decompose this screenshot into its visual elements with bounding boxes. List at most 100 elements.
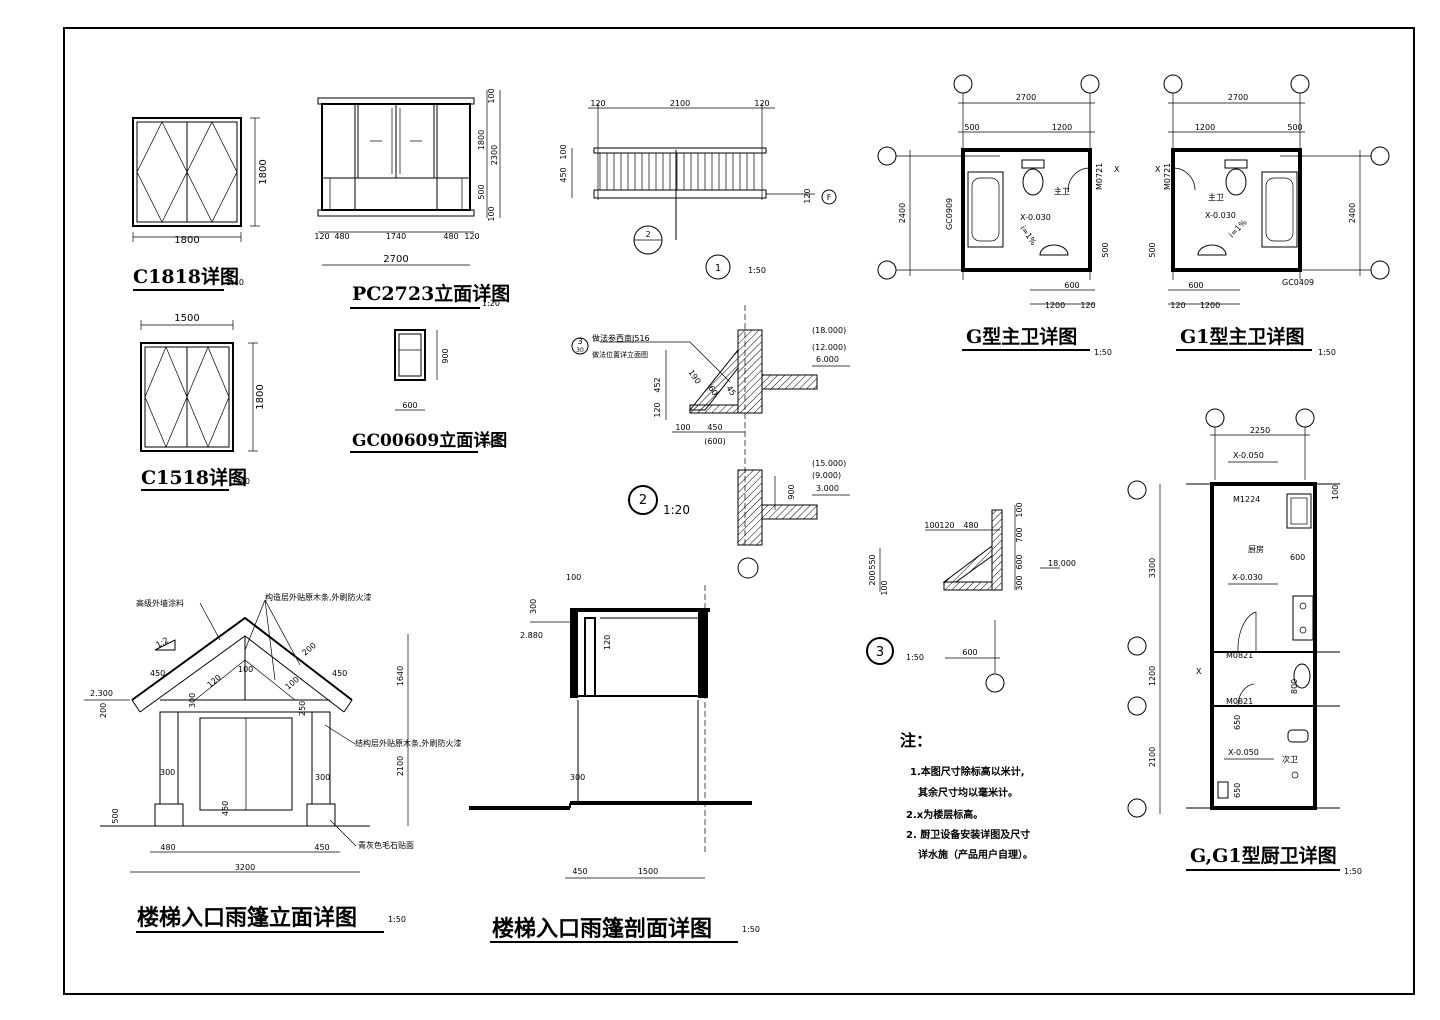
g-door: M0721 bbox=[1095, 163, 1104, 190]
d2-elev-t2: 6.000 bbox=[816, 355, 839, 364]
d3-dim-r2: 600 bbox=[1015, 554, 1024, 569]
k-elev-1: X-0.030 bbox=[1232, 573, 1263, 582]
k-dim-rtop: 100 bbox=[1331, 485, 1340, 500]
pc2723-dim-r2: 500 bbox=[477, 184, 486, 199]
pc2723-dim-b2: 1740 bbox=[386, 232, 406, 241]
d2-elev-t0: (18.000) bbox=[812, 326, 846, 335]
c1518-title: C1518详图 bbox=[141, 466, 247, 489]
d2-scale: 1:20 bbox=[663, 503, 690, 517]
d3-dim-t0: 100 bbox=[924, 521, 939, 530]
k-mark: X bbox=[1196, 667, 1202, 676]
g-dim-sub1: 1200 bbox=[1052, 123, 1072, 132]
ce-dim-r1: 2100 bbox=[396, 756, 405, 776]
ce-dim-m3: 120 bbox=[206, 673, 223, 690]
g1-elev: X-0.030 bbox=[1205, 211, 1236, 220]
d2-dim-8: 900 bbox=[787, 484, 796, 499]
g1-dim-right: 2400 bbox=[1348, 203, 1357, 223]
g-dim-side: 500 bbox=[1101, 242, 1110, 257]
g1-dim-side: 500 bbox=[1148, 242, 1157, 257]
k-room-wc: 次卫 bbox=[1282, 754, 1298, 764]
railing-balusters bbox=[599, 153, 755, 190]
ce-dim-m0: 450 bbox=[150, 669, 165, 678]
k-room-kitchen: 厨房 bbox=[1248, 544, 1264, 554]
d2-elev-b1: (9.000) bbox=[812, 471, 841, 480]
ce-dim-r2: 500 bbox=[111, 808, 120, 823]
ce-dim-m7: 250 bbox=[298, 701, 307, 716]
g-dim-top: 2700 bbox=[1016, 93, 1036, 102]
g1-mark: X bbox=[1155, 165, 1161, 174]
g1-dim-sub0: 1200 bbox=[1195, 123, 1215, 132]
general-notes: 注： 1.本图尺寸除标高以米计, 其余尺寸均以毫米计。 2.x为楼层标高。 2.… bbox=[900, 731, 1033, 861]
detail-1-railing: 120 2100 120 450 100 120 F 2 1 1:50 bbox=[559, 99, 837, 280]
d1-callout: 2 bbox=[645, 230, 650, 239]
d1-dim-t2: 120 bbox=[754, 99, 769, 108]
k-dim-top: 2250 bbox=[1250, 426, 1270, 435]
ce-dim-m8: 300 bbox=[160, 768, 175, 777]
ce-note-base: 青灰色毛石贴面 bbox=[358, 840, 414, 850]
pc2723-dim-r3: 100 bbox=[487, 206, 496, 221]
d2-dim-0: 452 bbox=[653, 377, 662, 392]
note-item-0: 1.本图尺寸除标高以米计, bbox=[910, 765, 1025, 778]
k-dim-l0: 3300 bbox=[1148, 558, 1157, 578]
g1-room: 主卫 bbox=[1208, 192, 1224, 202]
k-dim-i1: 800 bbox=[1290, 679, 1299, 694]
cs-dim-2: 120 bbox=[603, 635, 612, 650]
k-door-0: M1224 bbox=[1233, 495, 1260, 504]
k-dim-i3: 650 bbox=[1233, 783, 1242, 798]
ce-dim-m9: 300 bbox=[315, 773, 330, 782]
pc2723-detail: 120 480 1740 480 120 2700 100 1800 500 1… bbox=[314, 88, 510, 309]
d1-dim-l1: 100 bbox=[559, 144, 568, 159]
g-window: GC0909 bbox=[945, 198, 954, 230]
d3-dim-r0: 100 bbox=[1015, 502, 1024, 517]
k-elev-0: X-0.050 bbox=[1233, 451, 1264, 460]
ce-dim-b1: 3200 bbox=[235, 863, 255, 872]
c1818-dim-height: 1800 bbox=[258, 159, 269, 184]
d2-ref-bottom: 30 bbox=[576, 347, 584, 354]
cs-dim-1: 300 bbox=[529, 599, 538, 614]
g1-dim-sub1: 500 bbox=[1287, 123, 1302, 132]
pc2723-dim-b4: 120 bbox=[464, 232, 479, 241]
g-bathroom-plan: 2700 500 1200 2400 主卫 X-0.030 i=1% M0721… bbox=[877, 74, 1120, 357]
d3-scale: 1:50 bbox=[906, 653, 924, 662]
cs-scale: 1:50 bbox=[742, 925, 760, 934]
g1-title: G1型主卫详图 bbox=[1180, 325, 1304, 348]
ce-dim-b2: 450 bbox=[314, 843, 329, 852]
ce-dim-m1: 450 bbox=[332, 669, 347, 678]
g-dim-b1: 1200 bbox=[1045, 301, 1065, 310]
cs-elev: 2.880 bbox=[520, 631, 543, 640]
d3-elev: 18.000 bbox=[1048, 559, 1076, 568]
note-item-1: 其余尺寸均以毫米计。 bbox=[918, 786, 1018, 799]
d3-dim-bottom: 600 bbox=[962, 648, 977, 657]
d3-dim-t2: 480 bbox=[963, 521, 978, 530]
cs-dim-0: 100 bbox=[566, 573, 581, 582]
g1-slope: i=1% bbox=[1227, 217, 1249, 239]
pc2723-dim-r1: 1800 bbox=[477, 130, 486, 150]
pc2723-dim-b1: 480 bbox=[334, 232, 349, 241]
k-door-1: M0821 bbox=[1226, 651, 1253, 660]
d1-dim-l0: 450 bbox=[559, 167, 568, 182]
k-elev-2: X-0.050 bbox=[1228, 748, 1259, 757]
d3-dim-l1: 200 bbox=[868, 570, 877, 585]
g1-dim-b1: 1200 bbox=[1200, 301, 1220, 310]
note-item-2: 2.x为楼层标高。 bbox=[906, 808, 983, 821]
pc2723-dim-rtotal: 2300 bbox=[490, 145, 499, 165]
d3-dim-r1: 700 bbox=[1015, 527, 1024, 542]
g1-window: GC0409 bbox=[1282, 278, 1314, 287]
pc2723-title: PC2723立面详图 bbox=[352, 282, 510, 305]
notes-heading: 注： bbox=[900, 731, 932, 750]
d2-elev-b0: (15.000) bbox=[812, 459, 846, 468]
k-title: G,G1型厨卫详图 bbox=[1190, 844, 1337, 867]
g-dim-b0: 600 bbox=[1064, 281, 1079, 290]
g-mark: X bbox=[1114, 165, 1120, 174]
ce-dim-m11: 200 bbox=[99, 703, 108, 718]
sheet-border bbox=[63, 27, 1415, 995]
ce-slope: 1:2 bbox=[155, 636, 171, 650]
d2-dim-3: 450 bbox=[707, 423, 722, 432]
c1518-dim-width: 1500 bbox=[174, 313, 199, 324]
ce-elev: 2.300 bbox=[90, 689, 113, 698]
g-elev: X-0.030 bbox=[1020, 213, 1051, 222]
d2-elev-t1: (12.000) bbox=[812, 343, 846, 352]
d2-dim-2: 100 bbox=[675, 423, 690, 432]
k-door-2: M0821 bbox=[1226, 697, 1253, 706]
